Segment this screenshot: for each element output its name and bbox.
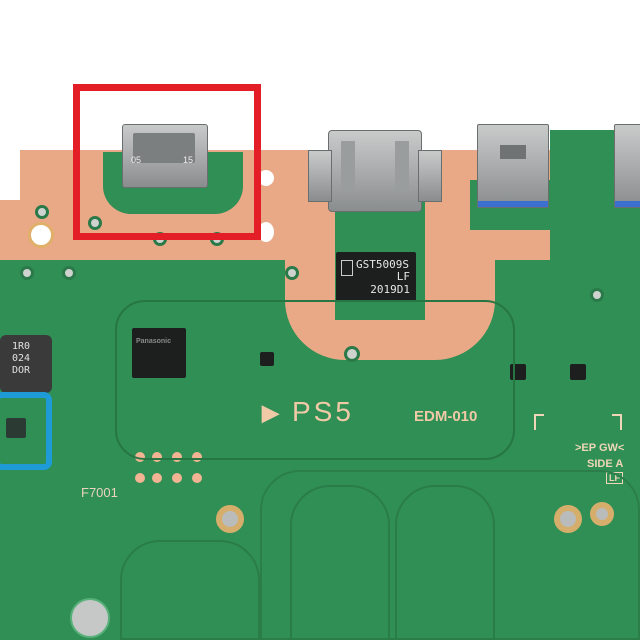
test-pad xyxy=(152,452,162,462)
hdmi-port-small[interactable]: 05 15 xyxy=(122,124,208,188)
hdmi-label-right: 15 xyxy=(183,155,194,165)
red-highlight-box xyxy=(73,84,261,240)
small-ic xyxy=(260,352,274,366)
inductor-1r0: 1R0 024 DOR xyxy=(0,335,52,393)
trace-region xyxy=(120,540,260,640)
mounting-hole xyxy=(590,288,604,302)
hdmi-port-slot-right xyxy=(395,141,409,191)
chip-text-line2: LF xyxy=(396,270,410,283)
silk-bracket-tl xyxy=(534,414,544,430)
side-a-text: SIDE A xyxy=(587,458,624,470)
brand-ps5-text: PS5 xyxy=(292,396,354,427)
test-pad xyxy=(192,452,202,462)
white-cutout xyxy=(258,170,274,186)
mounting-hole xyxy=(62,266,76,280)
board-notch-white xyxy=(0,130,20,200)
test-pad xyxy=(192,473,202,483)
mounting-hole xyxy=(28,222,54,248)
hdmi-port-full[interactable] xyxy=(328,130,422,212)
trace-region xyxy=(115,300,515,460)
white-cutout xyxy=(258,222,274,242)
mounting-hole xyxy=(35,205,49,219)
ep-gw-text: >EP GW< xyxy=(575,442,625,454)
usb-port-2-contacts xyxy=(615,201,640,207)
model-edm010-text: EDM-010 xyxy=(414,408,478,425)
usb-port-2[interactable] xyxy=(614,124,640,208)
mounting-hole xyxy=(344,346,360,362)
playstation-logo-icon: ▶ xyxy=(262,400,279,425)
usb-port-1[interactable] xyxy=(477,124,549,208)
ref-f7001-text: F7001 xyxy=(81,485,118,500)
usb-port-1-tongue xyxy=(500,145,526,159)
chip-gst5009s: GST5009S LF 2019D1 xyxy=(336,252,416,302)
hdmi-port-slot-left xyxy=(341,141,355,191)
test-pad xyxy=(135,473,145,483)
silk-bracket-tr xyxy=(612,414,622,430)
hdmi-port-flange-left xyxy=(308,150,332,202)
chip-logo xyxy=(341,260,353,276)
inductor-text-line2: 024 xyxy=(12,353,31,364)
test-pad xyxy=(172,452,182,462)
chip-panasonic: Panasonic xyxy=(132,328,186,378)
inductor-text-line1: 1R0 xyxy=(12,341,31,352)
mounting-hole xyxy=(88,216,102,230)
small-ic xyxy=(570,364,586,380)
inductor-text-line3: DOR xyxy=(12,365,31,376)
trace-region xyxy=(290,485,390,640)
panasonic-logo-text: Panasonic xyxy=(136,338,172,345)
hdmi-port-flange-right xyxy=(418,150,442,202)
usb-port-1-contacts xyxy=(478,201,548,207)
chip-text-line1: GST5009S xyxy=(356,258,409,271)
hdmi-label-left: 05 xyxy=(131,155,142,165)
blue-highlight-box xyxy=(0,392,52,470)
test-pad xyxy=(172,473,182,483)
hdmi-port-opening xyxy=(133,133,195,163)
mounting-hole-gold xyxy=(554,505,582,533)
mounting-hole xyxy=(285,266,299,280)
test-pad xyxy=(152,473,162,483)
chip-text-line3: 2019D1 xyxy=(370,283,410,296)
blue-box-chip xyxy=(6,418,26,438)
silver-pad xyxy=(70,598,110,638)
mounting-hole xyxy=(20,266,34,280)
trace-region xyxy=(395,485,495,640)
mounting-hole-gold xyxy=(216,505,244,533)
